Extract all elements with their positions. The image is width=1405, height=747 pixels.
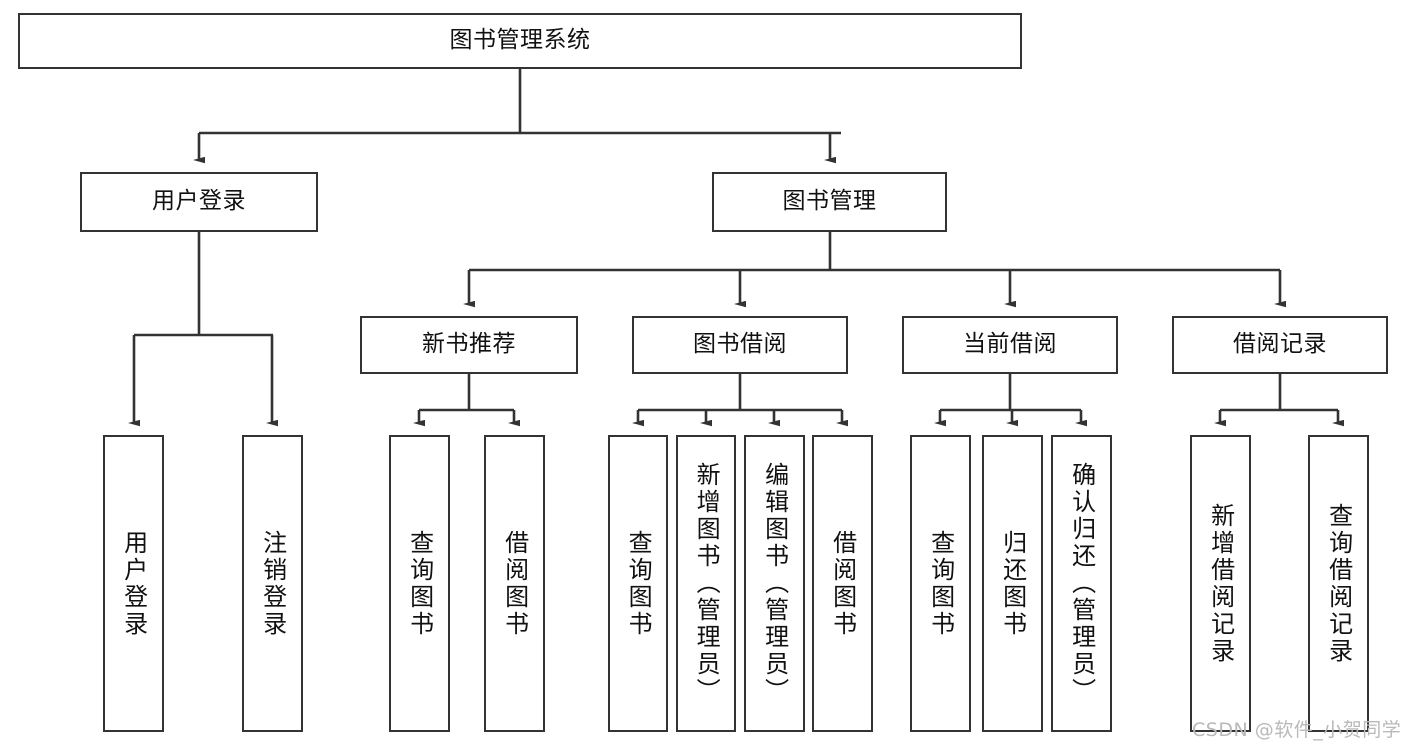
node-label: 查询图书 [405, 529, 434, 638]
node-label: 借阅图书 [500, 529, 529, 638]
node-label: 注销登录 [258, 529, 287, 638]
node-borrow-record[interactable]: 借阅记录 [1172, 316, 1388, 374]
node-label: 查询借阅记录 [1324, 502, 1353, 665]
csdn-watermark: CSDN @软件_小贺同学 [1192, 719, 1402, 741]
node-leaf-logout[interactable]: 注销登录 [242, 435, 303, 732]
node-leaf-add-book[interactable]: 新增图书（管理员） [676, 435, 736, 732]
node-book-borrow[interactable]: 图书借阅 [632, 316, 848, 374]
node-label: 查询图书 [926, 529, 955, 638]
node-label: 编辑图书（管理员） [760, 462, 789, 705]
node-label: 用户登录 [119, 529, 148, 638]
node-label: 图书管理系统 [449, 27, 591, 54]
node-label: 借阅图书 [828, 529, 857, 638]
node-leaf-query-borrow-record[interactable]: 查询借阅记录 [1308, 435, 1369, 732]
node-label: 图书借阅 [693, 331, 787, 358]
node-leaf-query-book-2[interactable]: 查询图书 [608, 435, 668, 732]
node-leaf-borrow-book-1[interactable]: 借阅图书 [484, 435, 545, 732]
node-leaf-confirm-return[interactable]: 确认归还（管理员） [1051, 435, 1112, 732]
node-book-manage[interactable]: 图书管理 [712, 172, 947, 232]
node-label: 当前借阅 [963, 331, 1057, 358]
node-current-borrow[interactable]: 当前借阅 [902, 316, 1118, 374]
node-user-login[interactable]: 用户登录 [80, 172, 318, 232]
node-leaf-return-book[interactable]: 归还图书 [982, 435, 1043, 732]
node-label: 归还图书 [998, 529, 1027, 638]
node-leaf-query-book-3[interactable]: 查询图书 [910, 435, 971, 732]
node-label: 新书推荐 [422, 331, 516, 358]
node-leaf-user-login[interactable]: 用户登录 [103, 435, 164, 732]
node-leaf-query-book-1[interactable]: 查询图书 [389, 435, 450, 732]
node-leaf-borrow-book-2[interactable]: 借阅图书 [812, 435, 873, 732]
node-label: 图书管理 [782, 188, 877, 215]
node-leaf-edit-book[interactable]: 编辑图书（管理员） [744, 435, 805, 732]
node-root-system[interactable]: 图书管理系统 [18, 13, 1022, 69]
node-label: 用户登录 [152, 188, 246, 215]
node-label: 查询图书 [624, 529, 653, 638]
node-label: 借阅记录 [1233, 331, 1327, 358]
node-label: 确认归还（管理员） [1067, 462, 1096, 705]
node-new-book-recommend[interactable]: 新书推荐 [360, 316, 578, 374]
node-leaf-add-borrow-record[interactable]: 新增借阅记录 [1190, 435, 1251, 732]
node-label: 新增借阅记录 [1206, 502, 1235, 665]
node-label: 新增图书（管理员） [692, 462, 721, 705]
